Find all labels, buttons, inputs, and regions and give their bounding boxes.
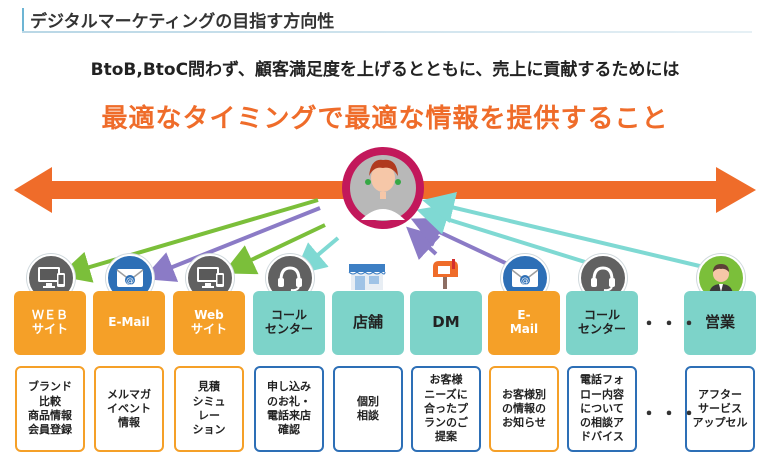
arrow-from-dm bbox=[406, 226, 441, 261]
svg-text:@: @ bbox=[521, 276, 529, 285]
ellipsis: ・・・ bbox=[640, 314, 700, 335]
subtitle: BtoB,BtoC問わず、顧客満足度を上げるとともに、売上に貢献するためには bbox=[90, 60, 680, 80]
channel-label: 営業 bbox=[684, 291, 756, 355]
channel-label: DM bbox=[410, 291, 482, 355]
channel-description: アフター サービス アップセル bbox=[685, 366, 755, 452]
svg-text:@: @ bbox=[126, 276, 134, 285]
page-title: デジタルマーケティングの目指す方向性 bbox=[30, 12, 335, 32]
channel-label: ＷＥＢ サイト bbox=[14, 291, 86, 355]
channel-label: Web サイト bbox=[173, 291, 245, 355]
channel-description: ブランド 比較 商品情報 会員登録 bbox=[15, 366, 85, 452]
channel-description: 見積 シミュ レー ション bbox=[174, 366, 244, 452]
arrow-to-web2 bbox=[222, 223, 326, 275]
channel-label: E-Mail bbox=[93, 291, 165, 355]
headline: 最適なタイミングで最適な情報を提供すること bbox=[101, 104, 669, 134]
channel-description: メルマガ イベント 情報 bbox=[94, 366, 164, 452]
customer-avatar-icon bbox=[342, 147, 424, 229]
mailbox-icon bbox=[423, 252, 467, 296]
channel-description: 電話フォ ロー内容 について の相談ア ドバイス bbox=[567, 366, 637, 452]
title-accent-bar bbox=[22, 8, 24, 31]
channel-description: 個別 相談 bbox=[333, 366, 403, 452]
channel-description: 申し込み のお礼・ 電話来店 確認 bbox=[254, 366, 324, 452]
arrow-to-web bbox=[58, 198, 319, 283]
arrow-from-sales bbox=[422, 191, 709, 270]
title-divider bbox=[22, 31, 752, 33]
channel-label: E- Mail bbox=[488, 291, 560, 355]
channel-label: コール センター bbox=[253, 291, 325, 355]
channel-description: お客様別 の情報の お知らせ bbox=[489, 366, 559, 452]
arrow-to-email bbox=[142, 206, 321, 282]
channel-label: 店舗 bbox=[332, 291, 404, 355]
ellipsis: ・・・ bbox=[640, 404, 700, 425]
store-icon bbox=[345, 252, 389, 296]
channel-label: コール センター bbox=[566, 291, 638, 355]
channel-description: お客様 ニーズに 合ったプ ランのご 提案 bbox=[411, 366, 481, 452]
